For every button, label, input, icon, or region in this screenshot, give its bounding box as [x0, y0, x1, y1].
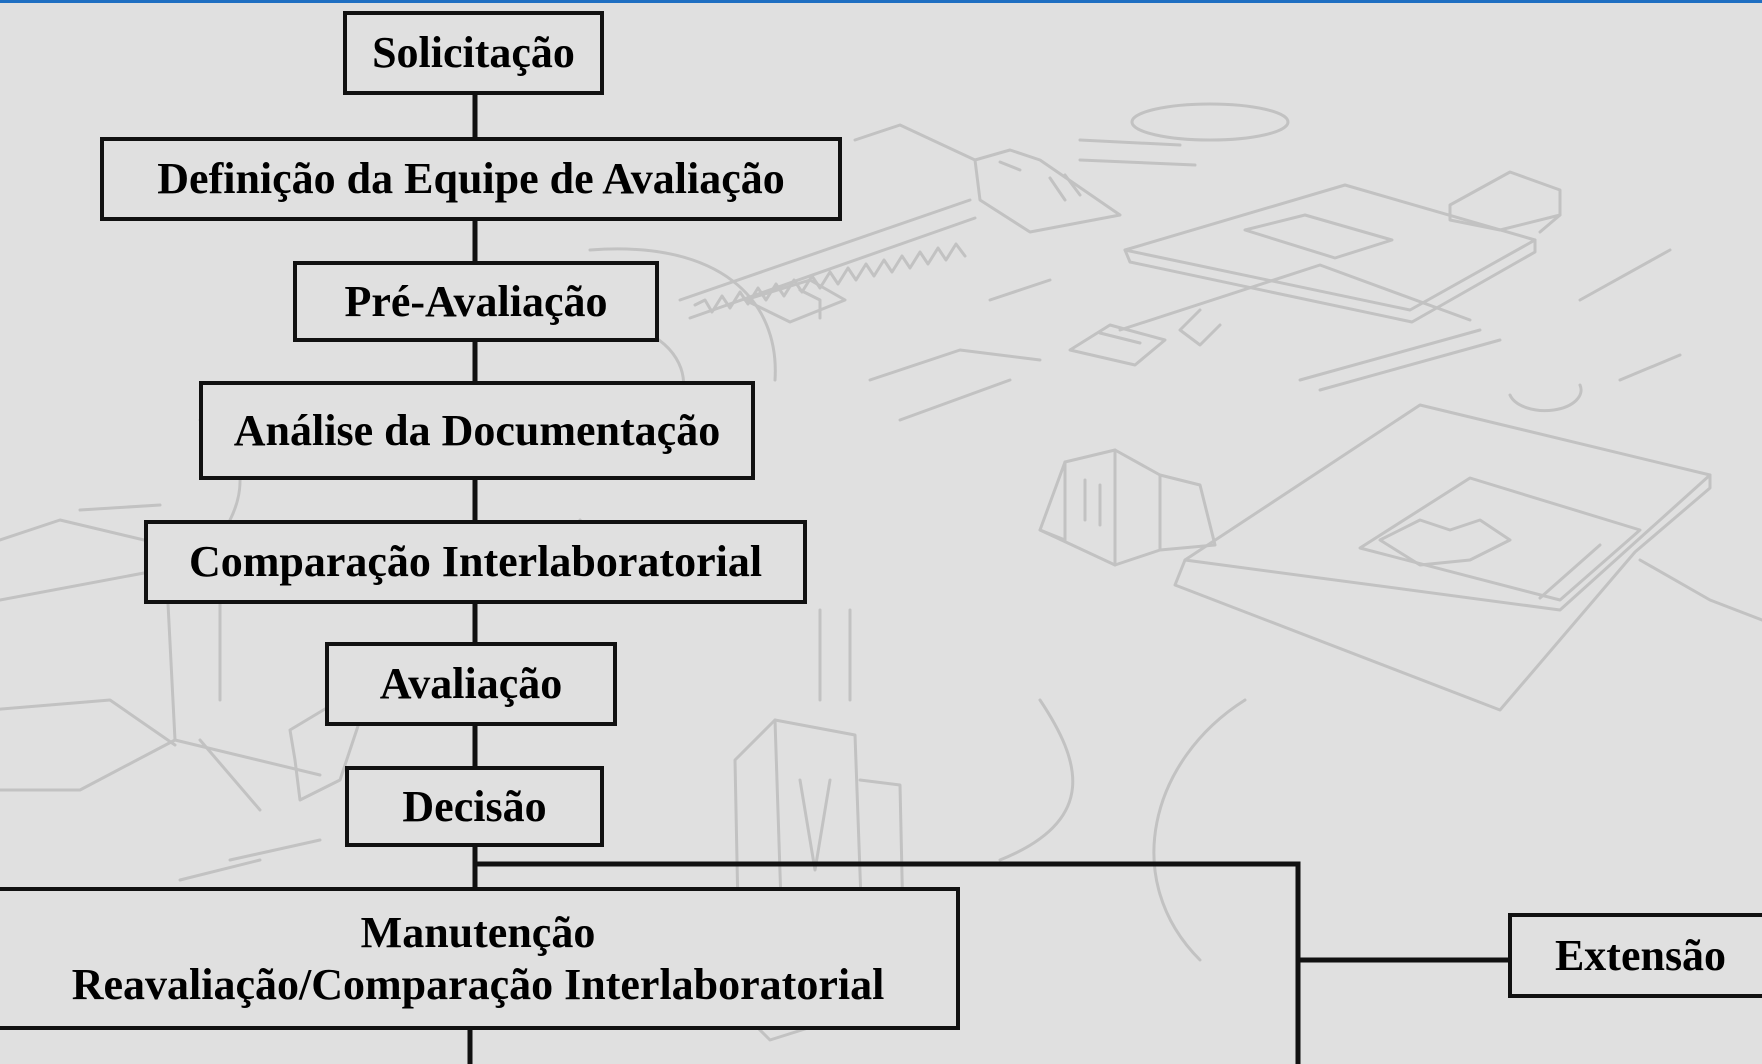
step-extensao: Extensão [1508, 913, 1762, 998]
step-label: Pré-Avaliação [344, 276, 608, 326]
step-solicitacao: Solicitação [343, 11, 604, 95]
step-label: Comparação Interlaboratorial [188, 537, 763, 587]
top-accent-rule [0, 0, 1762, 3]
step-label: Avaliação [379, 659, 563, 709]
maintenance-title: Manutenção [360, 907, 596, 957]
step-label: Extensão [1554, 930, 1727, 980]
step-comparacao-interlaboratorial: Comparação Interlaboratorial [144, 520, 807, 604]
step-avaliacao: Avaliação [325, 642, 617, 726]
step-label: Definição da Equipe de Avaliação [157, 154, 785, 204]
step-label: Solicitação [372, 28, 575, 78]
step-analise-documentacao: Análise da Documentação [199, 381, 755, 480]
step-manutencao: Manutenção Reavaliação/Comparação Interl… [0, 887, 960, 1030]
step-pre-avaliacao: Pré-Avaliação [293, 261, 659, 342]
step-label: Decisão [402, 781, 547, 831]
maintenance-subtitle: Reavaliação/Comparação Interlaboratorial [71, 959, 885, 1009]
step-label: Análise da Documentação [233, 405, 721, 455]
step-decisao: Decisão [345, 766, 604, 847]
step-definicao-equipe: Definição da Equipe de Avaliação [100, 137, 842, 221]
